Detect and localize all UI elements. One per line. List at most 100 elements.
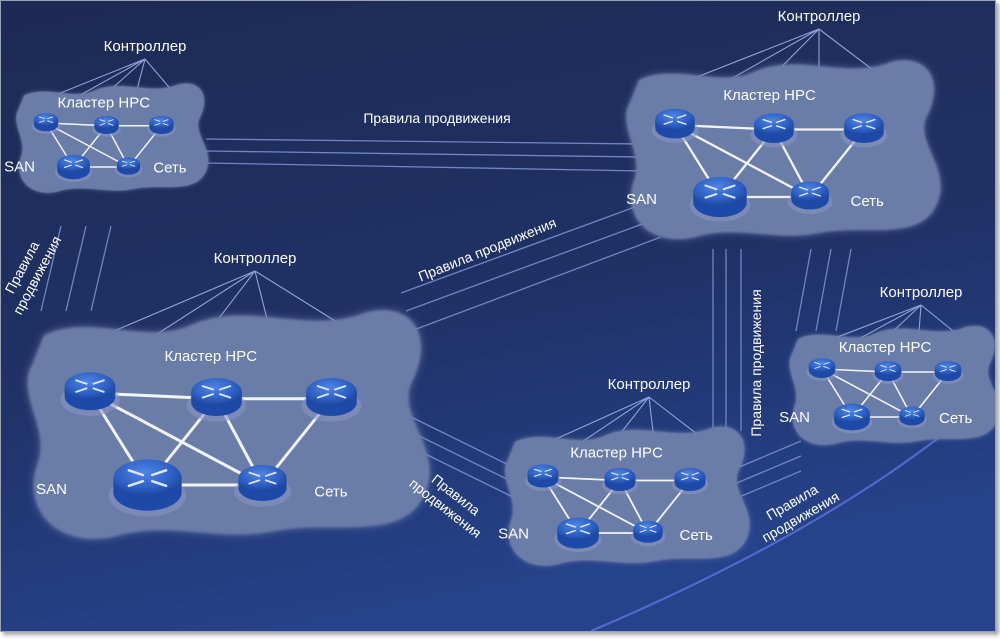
router-icon — [872, 361, 904, 384]
router-icon — [114, 157, 143, 178]
san-label: SAN — [36, 481, 67, 498]
router-icon — [806, 358, 838, 381]
cluster-link — [542, 476, 649, 534]
router-arrows-icon — [316, 385, 347, 399]
cluster-link — [821, 368, 913, 418]
router-icon — [787, 181, 833, 215]
cluster-nodes — [651, 108, 888, 222]
router-arrows-icon — [534, 468, 552, 477]
cluster-label: Кластер HPC — [57, 95, 150, 112]
controller-label: Контроллер — [214, 250, 297, 267]
network-label: Сеть — [314, 484, 348, 501]
forwarding-rule-line — [65, 225, 87, 312]
san-label: SAN — [626, 191, 657, 208]
router-arrows-icon — [704, 184, 736, 199]
forwarding-rule-label: Правила продвижения — [748, 289, 764, 436]
router-icon — [233, 464, 292, 507]
router-arrows-icon — [639, 524, 657, 533]
router-arrows-icon — [121, 160, 136, 167]
san-label: SAN — [498, 526, 529, 543]
forwarding-rule-line — [815, 248, 832, 332]
san-storage-icon — [108, 459, 187, 517]
network-label: Сеть — [153, 160, 187, 177]
forwarding-rule-line — [205, 162, 642, 172]
router-arrows-icon — [663, 114, 687, 125]
controller-label: Контроллер — [608, 376, 691, 393]
forwarding-rule-line — [398, 410, 522, 472]
router-icon — [92, 115, 121, 137]
san-storage-icon — [831, 403, 873, 434]
cluster-nodes — [31, 113, 176, 183]
router-arrows-icon — [75, 379, 105, 393]
san-storage-icon — [554, 517, 602, 553]
network-label: Сеть — [939, 410, 973, 427]
router-icon — [601, 467, 639, 495]
controller-label: Контроллер — [880, 284, 963, 301]
cluster-nodes — [806, 358, 964, 434]
router-icon — [750, 113, 798, 148]
router-icon — [651, 108, 699, 143]
router-arrows-icon — [904, 410, 920, 417]
network-label: Сеть — [851, 193, 885, 210]
router-arrows-icon — [852, 118, 876, 130]
cloud-shape — [27, 310, 430, 539]
forwarding-rule-links — [40, 138, 852, 512]
router-icon — [147, 115, 176, 137]
forwarding-rule-line — [405, 218, 657, 312]
router-icon — [524, 464, 562, 491]
forwarding-rule-line — [400, 200, 652, 294]
forwarding-rule-line — [835, 248, 852, 332]
controller-label: Контроллер — [778, 8, 861, 25]
cluster-label: Кластер HPC — [164, 348, 257, 365]
router-icon — [630, 520, 666, 547]
san-storage-icon — [689, 177, 751, 222]
forwarding-rule-line — [410, 236, 662, 332]
forwarding-rule-label: Правила продвижения — [363, 110, 510, 126]
rule-label-line1: Правила продвижения — [748, 289, 764, 436]
forwarding-rule-line — [795, 248, 812, 332]
rule-label-line1: Правила продвижения — [363, 110, 510, 126]
cluster-link — [88, 391, 264, 487]
cluster-label: Кластер HPC — [839, 339, 932, 356]
router-arrows-icon — [814, 361, 830, 369]
forwarding-rule-line — [90, 225, 112, 312]
forwarding-rule-line — [205, 138, 642, 145]
cluster-label: Кластер HPC — [570, 444, 663, 461]
cluster-nodes — [60, 372, 362, 517]
cluster-label: Кластер HPC — [723, 87, 816, 104]
router-arrows-icon — [201, 385, 232, 399]
router-arrows-icon — [611, 472, 629, 481]
router-arrows-icon — [880, 364, 896, 372]
san-label: SAN — [779, 409, 810, 426]
router-icon — [897, 406, 927, 429]
san-storage-icon — [54, 154, 93, 183]
router-arrows-icon — [63, 159, 84, 169]
cluster-nodes — [524, 464, 709, 553]
router-icon — [840, 113, 888, 148]
network-label: Сеть — [680, 527, 714, 544]
router-arrows-icon — [248, 471, 277, 485]
router-icon — [301, 378, 362, 422]
router-arrows-icon — [565, 523, 591, 535]
router-arrows-icon — [841, 408, 863, 419]
router-icon — [671, 467, 709, 495]
router-icon — [31, 113, 61, 134]
router-arrows-icon — [38, 116, 54, 123]
router-arrows-icon — [940, 364, 956, 372]
router-icon — [60, 372, 120, 416]
san-label: SAN — [4, 158, 35, 175]
router-arrows-icon — [127, 469, 168, 488]
forwarding-rule-line — [40, 225, 62, 312]
cluster-link — [45, 122, 130, 168]
router-arrows-icon — [799, 186, 821, 197]
router-arrows-icon — [99, 119, 114, 126]
router-arrows-icon — [762, 118, 786, 130]
